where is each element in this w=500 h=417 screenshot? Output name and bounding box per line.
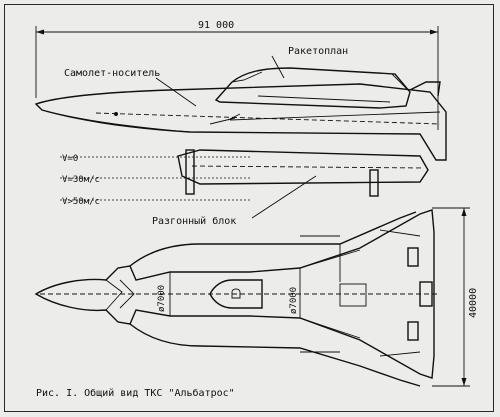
waterline-v50: V>50м/с <box>62 197 100 207</box>
drawing-frame <box>4 4 494 412</box>
length-dimension-label: 91 000 <box>198 20 234 31</box>
carrier-leader <box>155 77 197 107</box>
width-dimension <box>432 207 470 387</box>
waterline-v0: V=0 <box>62 154 78 164</box>
width-dimension-label: 40000 <box>468 288 479 318</box>
carrier-label: Самолет-носитель <box>64 68 160 79</box>
booster-leader <box>251 175 317 219</box>
orbiter-leader <box>271 55 285 79</box>
diameter-left-label: ø7000 <box>157 285 167 312</box>
carrier-hull <box>34 83 447 161</box>
waterline-v30: V=30м/с <box>62 175 100 185</box>
booster-label: Разгонный блок <box>152 215 236 227</box>
plan-orbiter <box>209 279 263 309</box>
figure-caption: Рис. I. Общий вид ТКС "Альбатрос" <box>36 387 235 399</box>
plan-view <box>34 209 440 387</box>
booster-shape <box>177 149 429 185</box>
orbiter-label: Ракетоплан <box>288 46 348 57</box>
side-view <box>34 55 447 219</box>
orbiter-shape <box>214 67 411 109</box>
diameter-right-label: ø7000 <box>289 287 299 314</box>
length-dimension: 91 000 <box>35 20 439 130</box>
